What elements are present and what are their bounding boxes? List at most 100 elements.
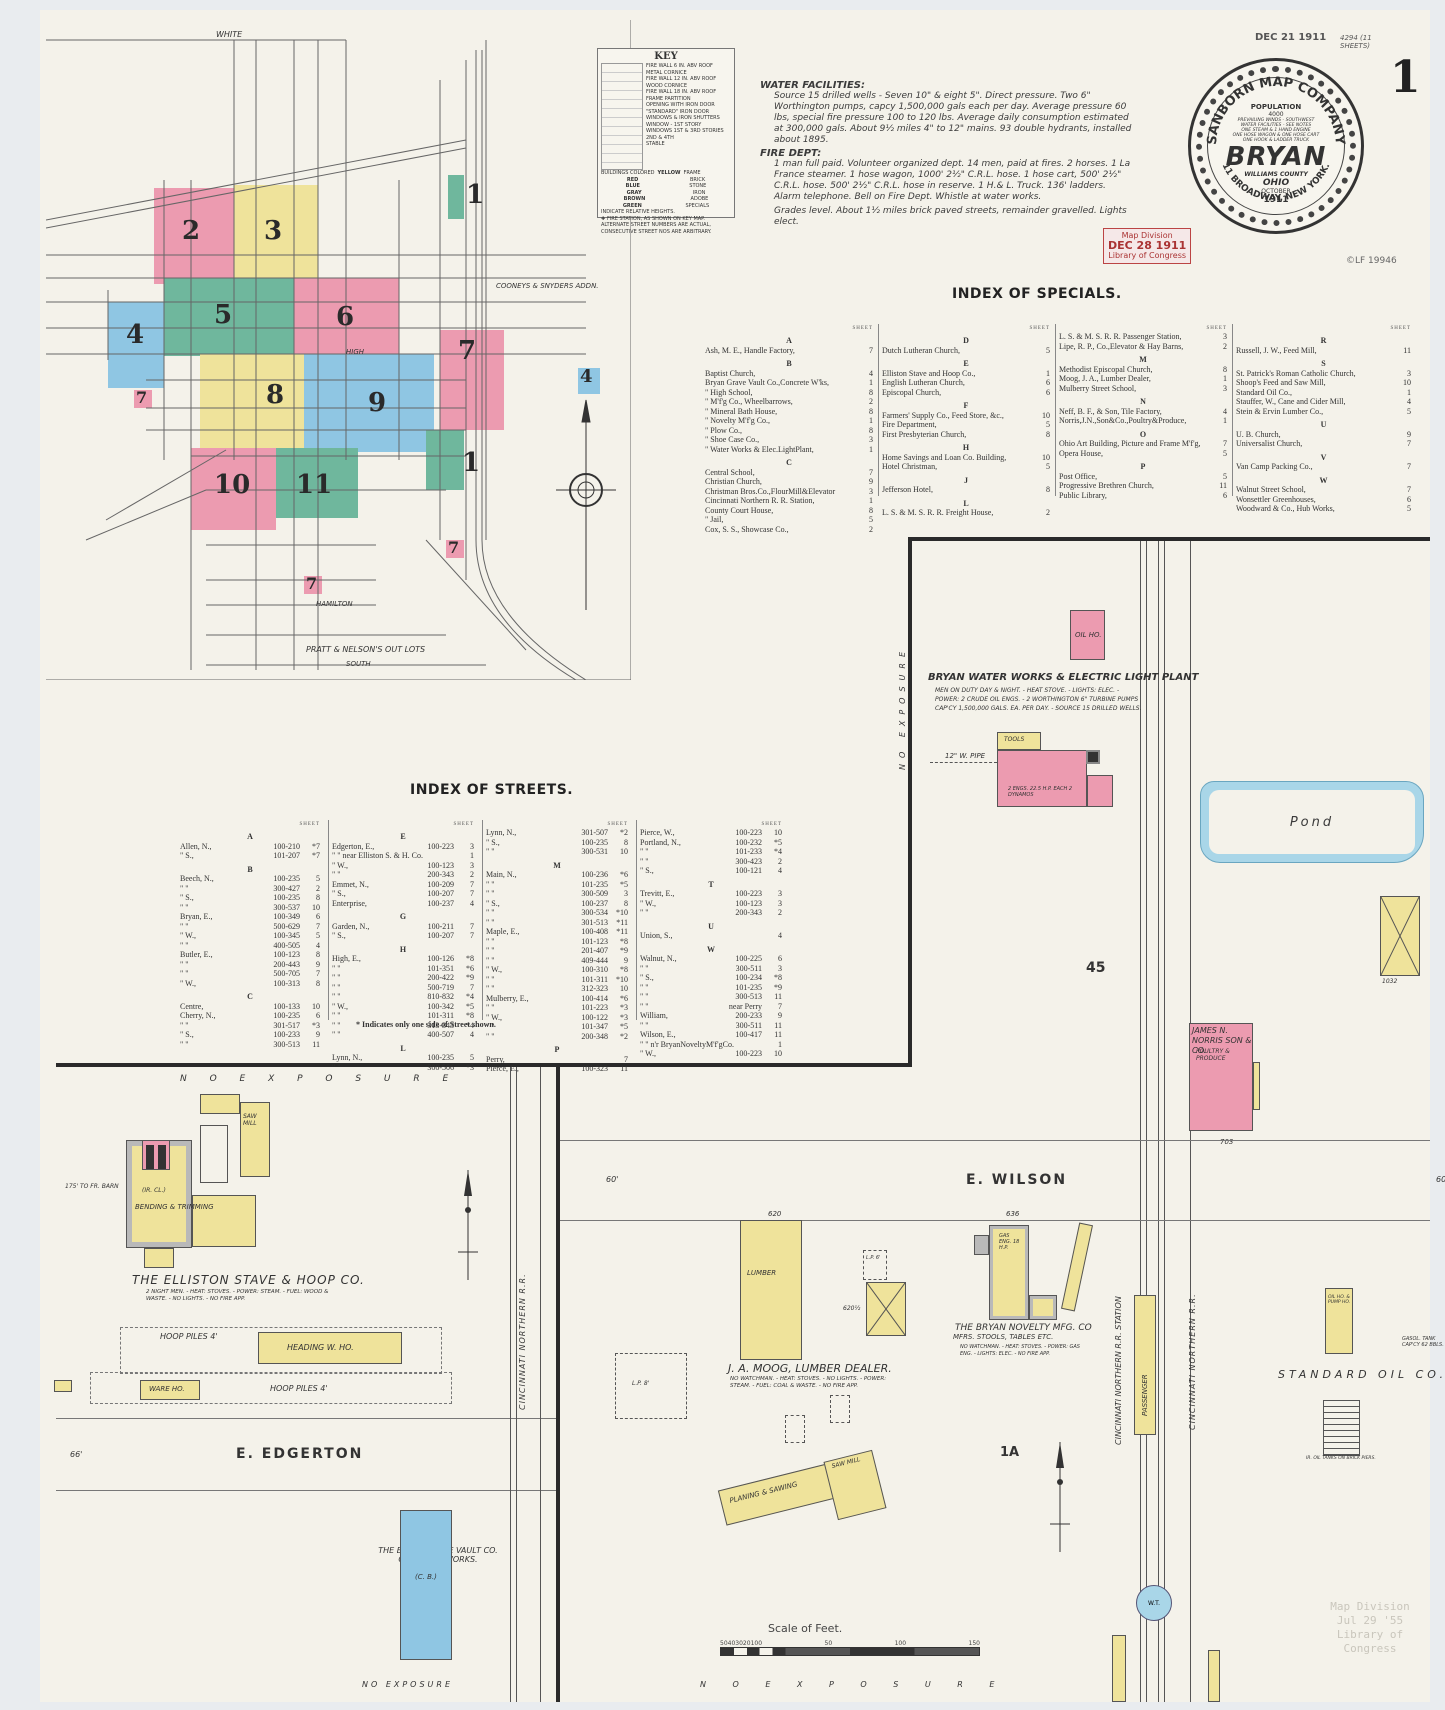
index-entry[interactable]: County Court House,8 — [705, 506, 873, 516]
index-entry[interactable]: " "201-407*9 — [486, 946, 628, 956]
index-entry[interactable]: Episcopal Church,6 — [882, 388, 1050, 398]
frame-shed[interactable] — [1380, 896, 1420, 976]
index-entry[interactable]: " Plow Co.,8 — [705, 426, 873, 436]
novelty-office[interactable] — [974, 1235, 989, 1255]
index-entry[interactable]: Home Savings and Loan Co. Building,10 — [882, 453, 1050, 463]
elliston-south-shed[interactable] — [144, 1248, 174, 1268]
section-4[interactable]: 4 — [126, 320, 145, 350]
index-entry[interactable]: English Lutheran Church,6 — [882, 378, 1050, 388]
index-entry[interactable]: Woodward & Co., Hub Works,5 — [1236, 504, 1411, 514]
index-entry[interactable]: " "101-311*10 — [486, 975, 628, 985]
index-entry[interactable]: Fire Department,5 — [882, 420, 1050, 430]
index-entry[interactable]: Mulberry Street School,3 — [1059, 384, 1227, 394]
index-entry[interactable]: " S.,101-207*7 — [180, 851, 320, 861]
index-entry[interactable]: Ash, M. E., Handle Factory,7 — [705, 346, 873, 356]
index-entry[interactable]: Standard Oil Co.,1 — [1236, 388, 1411, 398]
section-10[interactable]: 10 — [214, 470, 251, 500]
index-entry[interactable]: High, E.,100-126*8 — [332, 954, 474, 964]
eng-room[interactable] — [200, 1094, 240, 1114]
index-entry[interactable]: Walnut Street School,7 — [1236, 485, 1411, 495]
bending-annex[interactable] — [192, 1195, 256, 1247]
index-entry[interactable]: Ohio Art Building, Picture and Frame M'f… — [1059, 439, 1227, 449]
index-entry[interactable]: " "313-343*4 — [332, 1021, 474, 1031]
section-7-factory[interactable]: 7 — [448, 538, 460, 557]
index-entry[interactable]: Norris,J.N.,Son&Co.,Poultry&Produce,1 — [1059, 416, 1227, 426]
saw-mill[interactable]: SAW MILL — [823, 1449, 887, 1521]
index-entry[interactable]: " "101-233*4 — [640, 847, 782, 857]
index-entry[interactable]: Jefferson Hotel,8 — [882, 485, 1050, 495]
index-entry[interactable]: Maple, E.,100-408*11 — [486, 927, 628, 937]
station-building[interactable]: PASSENGER — [1134, 1295, 1156, 1435]
index-entry[interactable]: Christian Church,9 — [705, 477, 873, 487]
index-entry[interactable]: Van Camp Packing Co.,7 — [1236, 462, 1411, 472]
norris-building[interactable]: JAMES N. NORRIS SON & CO. POULTRY & PROD… — [1189, 1023, 1253, 1131]
index-entry[interactable]: " Jail,5 — [705, 515, 873, 525]
water-works-annex[interactable] — [1087, 775, 1113, 807]
index-entry[interactable]: " Water Works & Elec.LightPlant,1 — [705, 445, 873, 455]
tools-building[interactable]: TOOLS — [997, 732, 1041, 750]
ware-house[interactable]: WARE HO. — [140, 1380, 200, 1400]
index-entry[interactable]: Bryan Grave Vault Co.,Concrete W'ks,1 — [705, 378, 873, 388]
section-1-east[interactable]: 1 — [462, 448, 481, 478]
index-entry[interactable]: Post Office,5 — [1059, 472, 1227, 482]
index-entry[interactable]: Cox, S. S., Showcase Co.,2 — [705, 525, 873, 535]
shed-southeast[interactable] — [1208, 1650, 1220, 1702]
saw-mill-elliston[interactable]: SAW MILL — [240, 1102, 270, 1177]
index-entry[interactable]: Portland, N.,100-232*5 — [640, 838, 782, 848]
oil-house[interactable]: OIL HO. — [1070, 610, 1105, 660]
section-2[interactable]: 2 — [182, 216, 201, 246]
coal-shed[interactable] — [1061, 1222, 1093, 1312]
index-entry[interactable]: " W.,100-310*8 — [486, 965, 628, 975]
index-entry[interactable]: " W.,100-342*5 — [332, 1002, 474, 1012]
water-works-building[interactable]: 2 ENGS. 22.5 H.P. EACH 2 DYNAMOS — [997, 750, 1087, 807]
grave-vault-building[interactable]: (C. B.) — [400, 1510, 452, 1660]
section-7-south[interactable]: 7 — [306, 574, 318, 593]
heading-warehouse[interactable]: HEADING W. HO. — [258, 1332, 402, 1364]
moog-shed[interactable] — [866, 1282, 906, 1336]
index-entry[interactable]: Union, S.,4 — [640, 931, 782, 941]
index-entry[interactable]: " "200-422*9 — [332, 973, 474, 983]
index-entry[interactable]: Shoop's Feed and Saw Mill,10 — [1236, 378, 1411, 388]
index-entry[interactable]: Elliston Stave and Hoop Co.,1 — [882, 369, 1050, 379]
index-entry[interactable]: St. Patrick's Roman Catholic Church,3 — [1236, 369, 1411, 379]
index-entry[interactable]: Lipe, R. P., Co.,Elevator & Hay Barns,2 — [1059, 342, 1227, 352]
index-entry[interactable]: L. S. & M. S. R. R. Freight House,2 — [882, 508, 1050, 518]
index-entry[interactable]: " "300-534*10 — [486, 908, 628, 918]
index-entry[interactable]: " "101-351*6 — [332, 964, 474, 974]
boiler-room[interactable] — [142, 1140, 170, 1170]
index-entry[interactable]: Progressive Brethren Church,11 — [1059, 481, 1227, 491]
sheet-ref-1a[interactable]: 1A — [1000, 1445, 1020, 1460]
index-entry[interactable]: Wonsettler Greenhouses,6 — [1236, 495, 1411, 505]
index-entry[interactable]: Russell, J. W., Feed Mill,11 — [1236, 346, 1411, 356]
novelty-factory[interactable]: GAS ENG. 18 H.P. — [989, 1225, 1029, 1320]
index-entry[interactable]: First Presbyterian Church,8 — [882, 430, 1050, 440]
steam-boxes[interactable] — [200, 1125, 228, 1183]
index-entry[interactable]: Perry,7 — [486, 1055, 628, 1065]
